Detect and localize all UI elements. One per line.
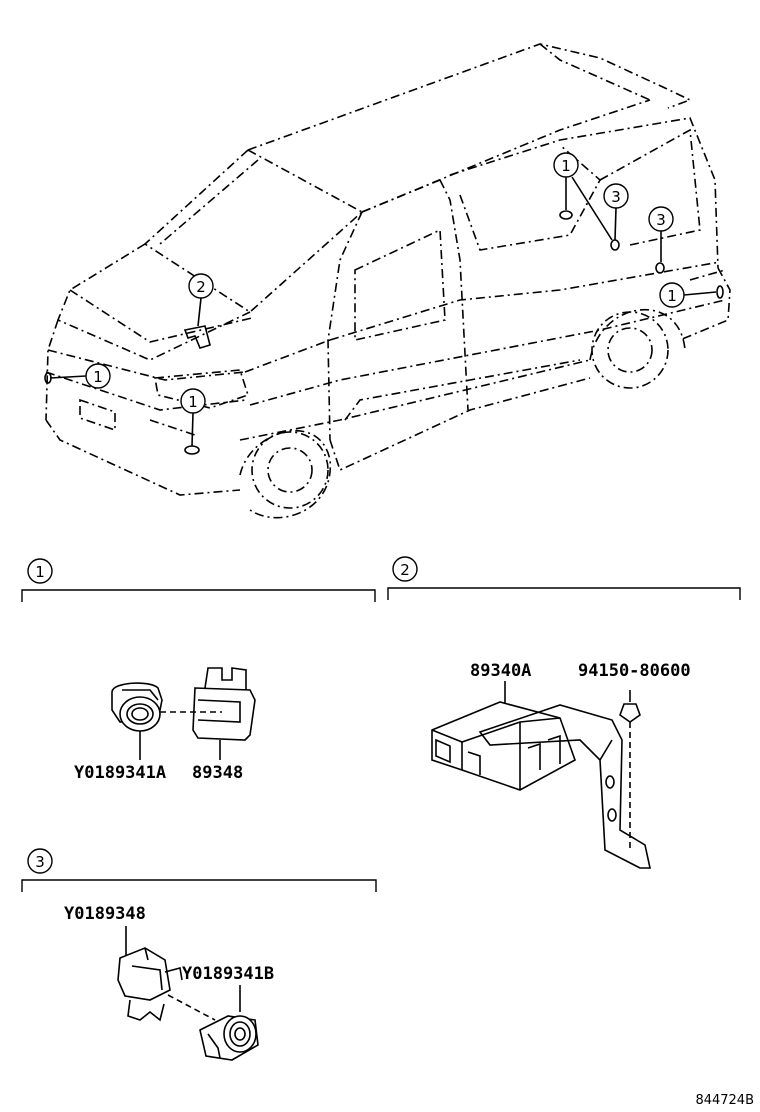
part-number-Y0189341B: Y0189341B <box>182 964 274 984</box>
section-1: 1 Y0189341A 89348 <box>21 558 376 783</box>
svg-text:1: 1 <box>93 368 103 386</box>
section-2: 2 89340A 94150-80600 <box>387 556 741 869</box>
svg-text:1: 1 <box>188 393 198 411</box>
part-number-Y0189348: Y0189348 <box>64 904 146 924</box>
clearance-sonar-computer-89340A <box>431 681 651 869</box>
ultrasonic-sensor-front <box>111 682 163 760</box>
callout-1-front-left: 1 <box>85 363 111 389</box>
part-number-89340A: 89340A <box>470 661 531 681</box>
part-number-Y0189341A: Y0189341A <box>74 763 166 783</box>
sensor-retainer-rear <box>117 926 216 1022</box>
callout-3-rear-left: 3 <box>603 183 629 209</box>
callout-1-rear-side: 1 <box>553 152 579 178</box>
callout-2-hood: 2 <box>188 273 214 299</box>
sensor-retainer-89348 <box>160 667 256 760</box>
svg-text:3: 3 <box>611 188 621 206</box>
section-3-label: 3 <box>35 853 45 871</box>
diagram-id: 844724B <box>695 1093 754 1108</box>
svg-text:2: 2 <box>196 278 206 296</box>
svg-text:1: 1 <box>667 287 677 305</box>
ultrasonic-sensor-rear <box>199 985 259 1061</box>
callout-1-rear-bumper: 1 <box>659 282 685 308</box>
section-3: 3 Y0189348 Y0189341B <box>21 848 377 1061</box>
section-1-label: 1 <box>35 563 45 581</box>
part-number-89348: 89348 <box>192 763 243 783</box>
callout-3-rear-right: 3 <box>648 206 674 232</box>
vehicle-outline <box>45 43 731 519</box>
svg-text:3: 3 <box>656 211 666 229</box>
part-number-94150-80600: 94150-80600 <box>578 661 691 681</box>
vehicle-sensor-marks <box>44 210 724 455</box>
vehicle-callouts: 2 1 1 1 3 3 1 <box>85 152 685 414</box>
callout-1-front-bumper: 1 <box>180 388 206 414</box>
callout-leaders <box>49 176 717 447</box>
svg-text:1: 1 <box>561 157 571 175</box>
section-2-label: 2 <box>400 561 410 579</box>
